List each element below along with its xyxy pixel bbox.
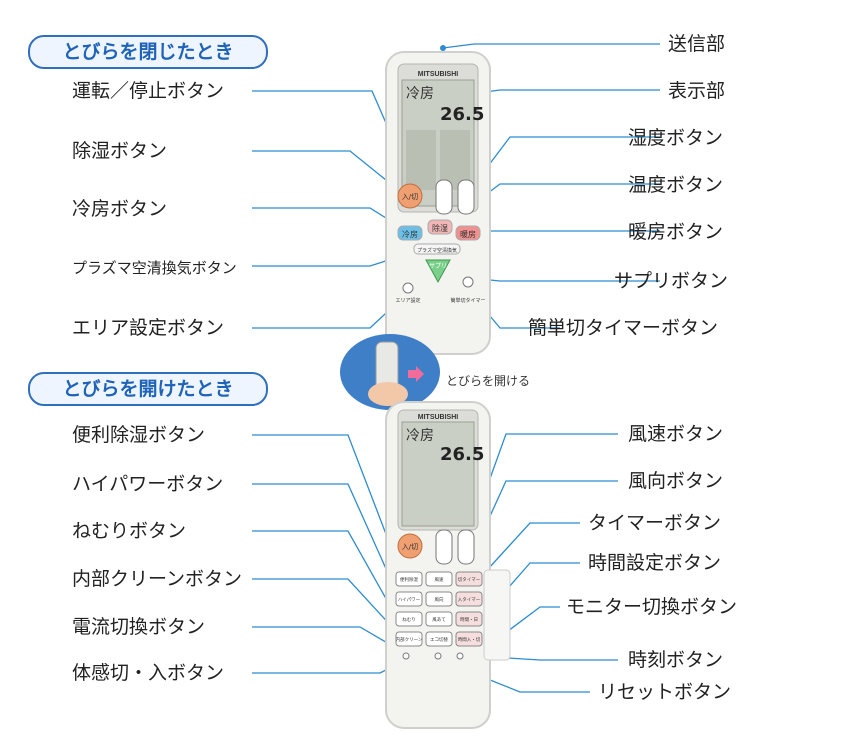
label-monitor-button: モニター切換ボタン	[566, 596, 738, 618]
open-grid-button[interactable]	[455, 591, 483, 607]
open-grid-button[interactable]	[455, 631, 483, 647]
label-sleep-button: ねむりボタン	[72, 520, 187, 542]
area-label: エリア設定	[395, 297, 420, 304]
open-grid-button-label: 風速	[435, 577, 444, 583]
label-supply-button: サプリボタン	[614, 270, 729, 292]
simple-timer-button[interactable]	[462, 276, 474, 288]
remote-closed: MITSUBISHI 冷房 26.5 入/切 除湿 冷房 暖房 プラズマ空清換気…	[385, 51, 491, 355]
open-grid-button-label: 切タイマー	[458, 576, 481, 583]
line-sleep	[252, 530, 399, 621]
open-button-grid: 便利除湿 風速 切タイマーハイパワー 風向 入タイマーねむり 風あて 時間・日内部クリーンエ…	[395, 571, 483, 647]
open-grid-button[interactable]	[395, 571, 423, 587]
label-cool-button: 冷房ボタン	[72, 198, 168, 220]
line-area	[252, 299, 401, 329]
open-grid-button-label: 時間入・切	[458, 636, 481, 643]
line-cool	[252, 207, 406, 231]
humidity-button-open[interactable]	[435, 529, 453, 565]
label-timer-button: タイマーボタン	[588, 512, 722, 534]
power-button-open-label: 入/切	[402, 543, 418, 551]
label-clock-button: 時刻ボタン	[628, 649, 724, 671]
open-grid-button[interactable]	[455, 611, 483, 627]
brand-logo: MITSUBISHI	[418, 71, 459, 78]
open-grid-button[interactable]	[395, 611, 423, 627]
clock-button[interactable]	[456, 652, 464, 660]
power-button[interactable]	[397, 183, 423, 209]
cool-button-label: 冷房	[402, 229, 418, 239]
dry-button[interactable]	[427, 219, 453, 235]
hand-opening-illustration	[340, 334, 440, 410]
display-mode: 冷房	[406, 86, 434, 102]
power-button-open[interactable]	[397, 533, 423, 559]
open-grid-button-label: エコ切替	[430, 636, 448, 643]
label-display: 表示部	[668, 80, 726, 102]
temperature-button-open[interactable]	[457, 529, 475, 565]
plasma-button[interactable]	[413, 243, 461, 255]
area-button[interactable]	[402, 282, 414, 294]
label-power-button: 運転／停止ボタン	[72, 80, 225, 102]
line-high-power	[252, 483, 401, 601]
label-internal-clean-button: 内部クリーンボタン	[72, 568, 243, 590]
open-door-caption: とびらを開ける	[446, 374, 531, 388]
section-open-title: とびらを開けたとき	[28, 372, 268, 406]
label-current-switch-button: 電流切換ボタン	[72, 616, 206, 638]
open-grid-button-label: ハイパワー	[398, 597, 421, 603]
open-grid-button[interactable]	[455, 571, 483, 587]
reset-button[interactable]	[434, 652, 442, 660]
label-heat-button: 暖房ボタン	[628, 221, 724, 243]
dry-button-label: 除湿	[432, 223, 448, 233]
heat-button[interactable]	[455, 225, 481, 241]
remote-open: MITSUBISHI 冷房 26.5 入/切 便利除湿風速切タイマーハイパワー風…	[385, 401, 511, 729]
open-grid-button[interactable]	[425, 611, 453, 627]
display-temp-open: 26.5	[440, 444, 484, 465]
open-grid-button[interactable]	[425, 571, 453, 587]
open-grid-button-label: 内部クリーン	[396, 636, 423, 643]
heat-button-label: 暖房	[460, 229, 476, 239]
open-grid-button-label: 便利除湿	[400, 576, 418, 583]
humidity-button[interactable]	[435, 179, 453, 215]
label-transmitter: 送信部	[668, 33, 726, 55]
plasma-button-label: プラズマ空清換気	[417, 247, 457, 254]
label-simple-timer-button: 簡単切タイマーボタン	[528, 317, 719, 339]
label-convenient-dry-button: 便利除湿ボタン	[72, 424, 206, 446]
power-button-label: 入/切	[402, 193, 418, 201]
supply-button-label: サプリ	[429, 263, 447, 270]
label-humidity-button: 湿度ボタン	[628, 127, 724, 149]
open-grid-button[interactable]	[395, 631, 423, 647]
section-closed-title: とびらを閉じたとき	[28, 35, 268, 69]
open-grid-button[interactable]	[395, 591, 423, 607]
line-monitor	[495, 606, 560, 641]
arrow-right-icon	[408, 366, 424, 382]
display-temp: 26.5	[440, 104, 484, 125]
open-grid-button-label: ねむり	[402, 617, 416, 623]
label-plasma-button: プラズマ空清換気ボタン	[72, 259, 237, 277]
timer-label: 簡単切タイマー	[450, 297, 485, 304]
line-timer	[477, 522, 580, 581]
label-time-set-button: 時間設定ボタン	[588, 552, 722, 574]
temperature-button[interactable]	[457, 179, 475, 215]
label-dry-button: 除湿ボタン	[72, 140, 168, 162]
label-reset-button: リセットボタン	[598, 681, 732, 703]
label-high-power-button: ハイパワーボタン	[72, 473, 224, 495]
label-direction-button: 風向ボタン	[628, 470, 724, 492]
label-sense-button: 体感切・入ボタン	[72, 662, 225, 684]
label-fan-speed-button: 風速ボタン	[628, 423, 724, 445]
brand-logo-open: MITSUBISHI	[418, 414, 459, 421]
open-grid-button-label: 時間・日	[460, 617, 478, 623]
label-area-button: エリア設定ボタン	[72, 317, 225, 339]
open-grid-button-label: 風向	[435, 596, 444, 603]
line-transmit	[442, 43, 660, 49]
display-mode-open: 冷房	[406, 428, 434, 444]
supply-button[interactable]	[425, 259, 451, 284]
open-grid-button-label: 入タイマー	[458, 596, 481, 603]
cool-button[interactable]	[397, 225, 423, 241]
open-grid-button-label: 風あて	[432, 617, 445, 623]
open-grid-button[interactable]	[425, 631, 453, 647]
label-temperature-button: 温度ボタン	[628, 174, 724, 196]
open-grid-button[interactable]	[425, 591, 453, 607]
sense-button[interactable]	[402, 652, 410, 660]
line-clean	[252, 578, 405, 641]
